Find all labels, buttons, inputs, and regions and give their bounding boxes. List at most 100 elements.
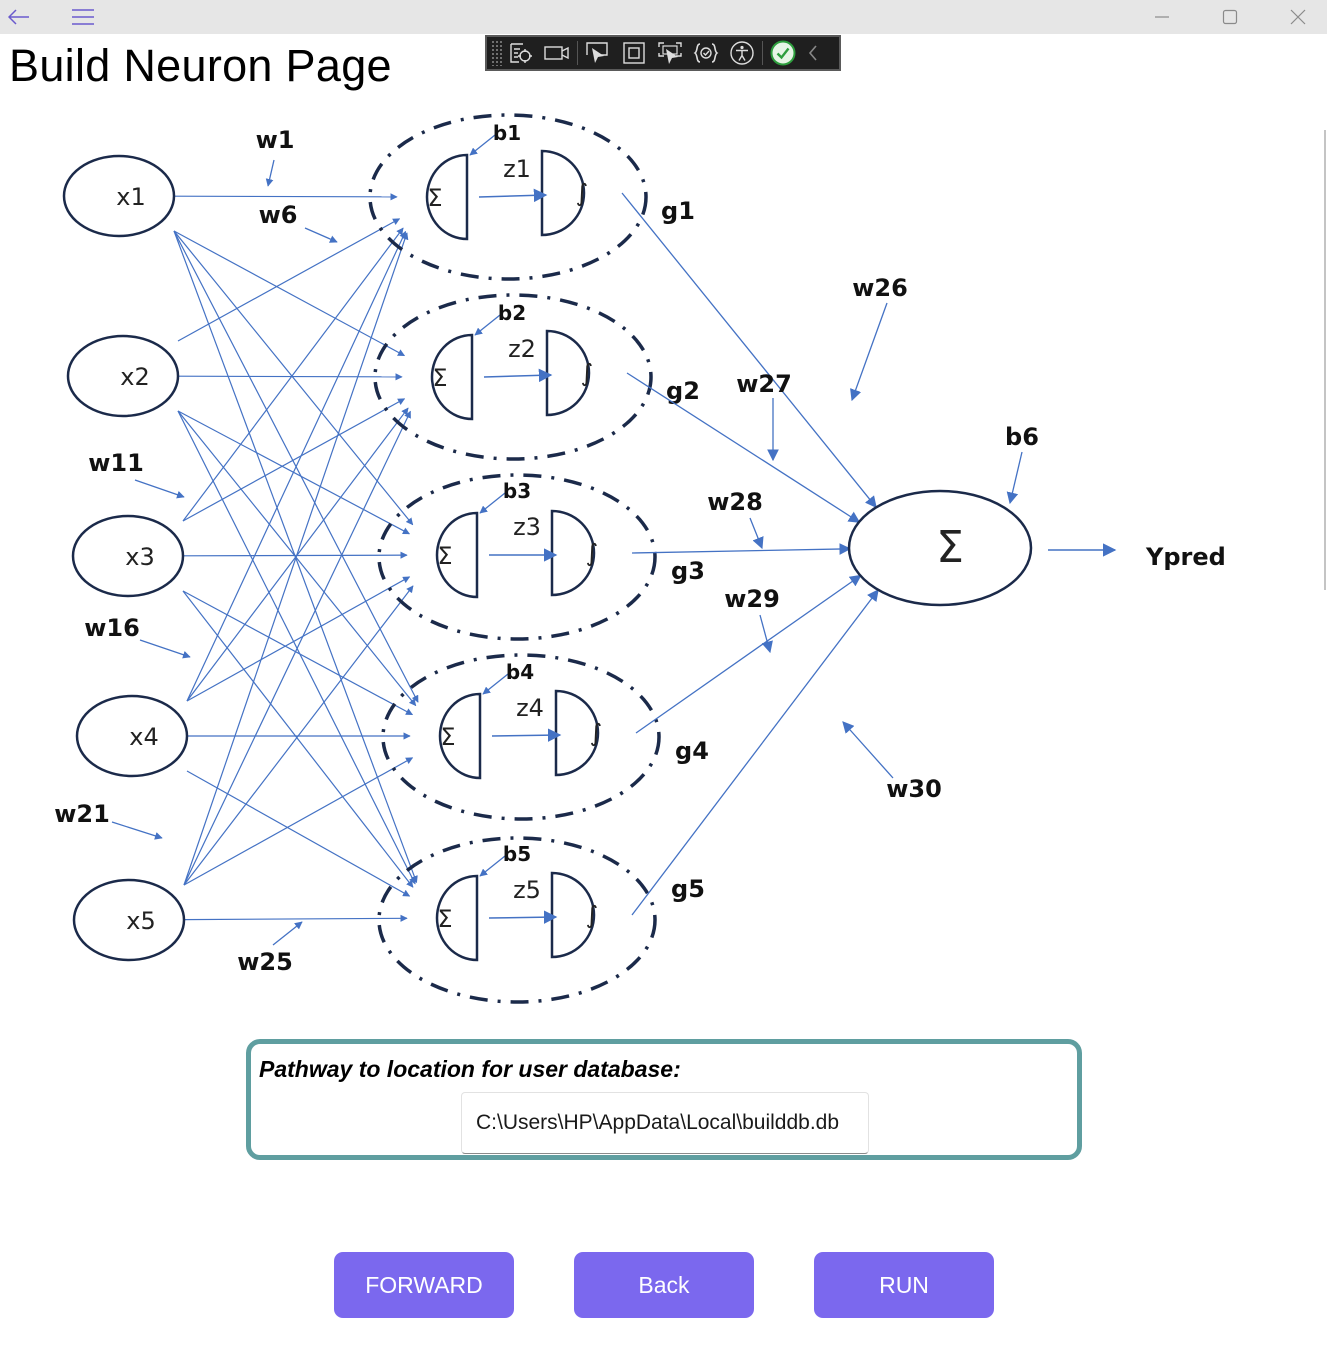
- minimize-button[interactable]: [1140, 0, 1184, 34]
- z-connection: [488, 910, 558, 924]
- output-sum-symbol: Σ: [936, 522, 964, 573]
- z-connection: [478, 188, 548, 203]
- bias-arrow: [479, 492, 506, 514]
- hamburger-menu-icon: [72, 9, 94, 25]
- forward-button[interactable]: FORWARD: [334, 1252, 514, 1318]
- select-element-icon: [510, 43, 532, 63]
- collapse-chevron-icon: [808, 45, 817, 61]
- input-label: x5: [126, 907, 155, 935]
- g-label: g1: [661, 197, 695, 225]
- maximize-button[interactable]: [1208, 0, 1252, 34]
- checkmark-success-icon: [770, 40, 796, 66]
- neural-network-diagram: Σ∫z1b1g1Σ∫z2b2g2Σ∫z3b3g3Σ∫z4b4g4Σ∫z5b5g5…: [54, 113, 1226, 1004]
- activation-node: [554, 689, 600, 777]
- z-label: z3: [513, 513, 541, 541]
- g-label: g3: [671, 557, 705, 585]
- weight-label: w16: [84, 614, 140, 642]
- hidden-unit-boundary: [377, 836, 657, 1004]
- pointer-select-button[interactable]: [580, 37, 616, 69]
- g-label: g4: [675, 737, 709, 765]
- sum-symbol: Σ: [432, 364, 447, 392]
- weight-label: w25: [237, 948, 293, 976]
- output-connection: [626, 372, 861, 523]
- connection-line: [177, 218, 401, 342]
- nav-back-button[interactable]: [4, 0, 34, 34]
- close-icon: [1290, 9, 1306, 25]
- display-layout-adorners-icon: [623, 42, 645, 64]
- accessibility-icon: [730, 41, 754, 65]
- weight-label: w30: [886, 775, 942, 803]
- summation-node: [435, 874, 479, 962]
- sum-symbol: Σ: [437, 905, 452, 933]
- close-button[interactable]: [1276, 0, 1320, 34]
- bias-label: b4: [506, 660, 534, 684]
- weight-pointer-arrow: [265, 159, 275, 187]
- maximize-icon: [1222, 9, 1238, 25]
- toolbar-grip-handle[interactable]: [491, 40, 503, 66]
- weight-pointer-arrow: [304, 227, 338, 243]
- z-connection: [483, 368, 553, 383]
- pointer-select-icon: [586, 42, 608, 63]
- weight-pointer-arrow: [842, 721, 894, 779]
- hidden-unit-boundary: [381, 653, 661, 821]
- bias-label: b1: [493, 121, 521, 145]
- weight-pointer-arrow: [850, 302, 888, 402]
- bias-label: b3: [503, 479, 531, 503]
- track-focused-element-button[interactable]: [652, 37, 688, 69]
- g-label: g2: [666, 377, 700, 405]
- menu-button[interactable]: [66, 0, 100, 34]
- bias-arrow: [474, 314, 501, 336]
- hidden-unit-boundary: [377, 473, 657, 641]
- connection-line: [183, 410, 411, 886]
- weight-pointer-arrow: [139, 639, 191, 659]
- connection-line: [183, 585, 414, 886]
- status-ok-button[interactable]: [765, 37, 801, 69]
- weight-label: w26: [852, 274, 908, 302]
- connection-line: [183, 232, 409, 886]
- back-button[interactable]: Back: [574, 1252, 754, 1318]
- output-sum-node: [847, 489, 1033, 607]
- hidden-unit-boundary: [373, 293, 653, 461]
- track-focused-element-icon: [658, 42, 682, 64]
- z-label: z4: [516, 694, 544, 722]
- run-button[interactable]: RUN: [814, 1252, 994, 1318]
- accessibility-button[interactable]: [724, 37, 760, 69]
- output-bias-arrow: [1006, 451, 1023, 505]
- connection-line: [182, 398, 406, 522]
- vertical-scrollbar[interactable]: [1324, 130, 1326, 590]
- connection-line: [182, 590, 414, 888]
- toolbar-separator: [762, 41, 763, 65]
- collapse-toolbar-button[interactable]: [801, 37, 825, 69]
- bias-label: b2: [498, 301, 526, 325]
- binding-failures-icon: [693, 43, 719, 63]
- connection-line: [173, 230, 406, 357]
- weight-pointer-arrow: [111, 821, 163, 840]
- summation-node: [430, 333, 474, 421]
- summation-node: [425, 153, 469, 241]
- input-hidden-connections: [173, 193, 419, 922]
- video-record-button[interactable]: [539, 37, 575, 69]
- select-element-button[interactable]: [503, 37, 539, 69]
- input-node: [62, 154, 176, 238]
- summation-node: [438, 692, 482, 780]
- weight-label: w29: [724, 585, 780, 613]
- connection-line: [186, 576, 411, 702]
- hidden-unit-boundary: [368, 113, 648, 281]
- connection-line: [183, 757, 414, 886]
- page-title: Build Neuron Page: [9, 40, 392, 91]
- sum-symbol: Σ: [437, 542, 452, 570]
- layout-adorners-button[interactable]: [616, 37, 652, 69]
- input-label: x2: [120, 363, 149, 391]
- summation-node: [435, 511, 479, 599]
- binding-failures-button[interactable]: [688, 37, 724, 69]
- database-path-panel: Pathway to location for user database:: [246, 1039, 1082, 1160]
- output-connection: [631, 589, 879, 916]
- weight-pointer-arrow: [749, 517, 764, 550]
- toolbar-separator: [577, 41, 578, 65]
- input-node: [66, 334, 180, 418]
- weight-pointer-arrow: [272, 921, 303, 946]
- connection-line: [177, 410, 417, 707]
- database-path-input[interactable]: [461, 1092, 869, 1154]
- connection-line: [183, 914, 408, 922]
